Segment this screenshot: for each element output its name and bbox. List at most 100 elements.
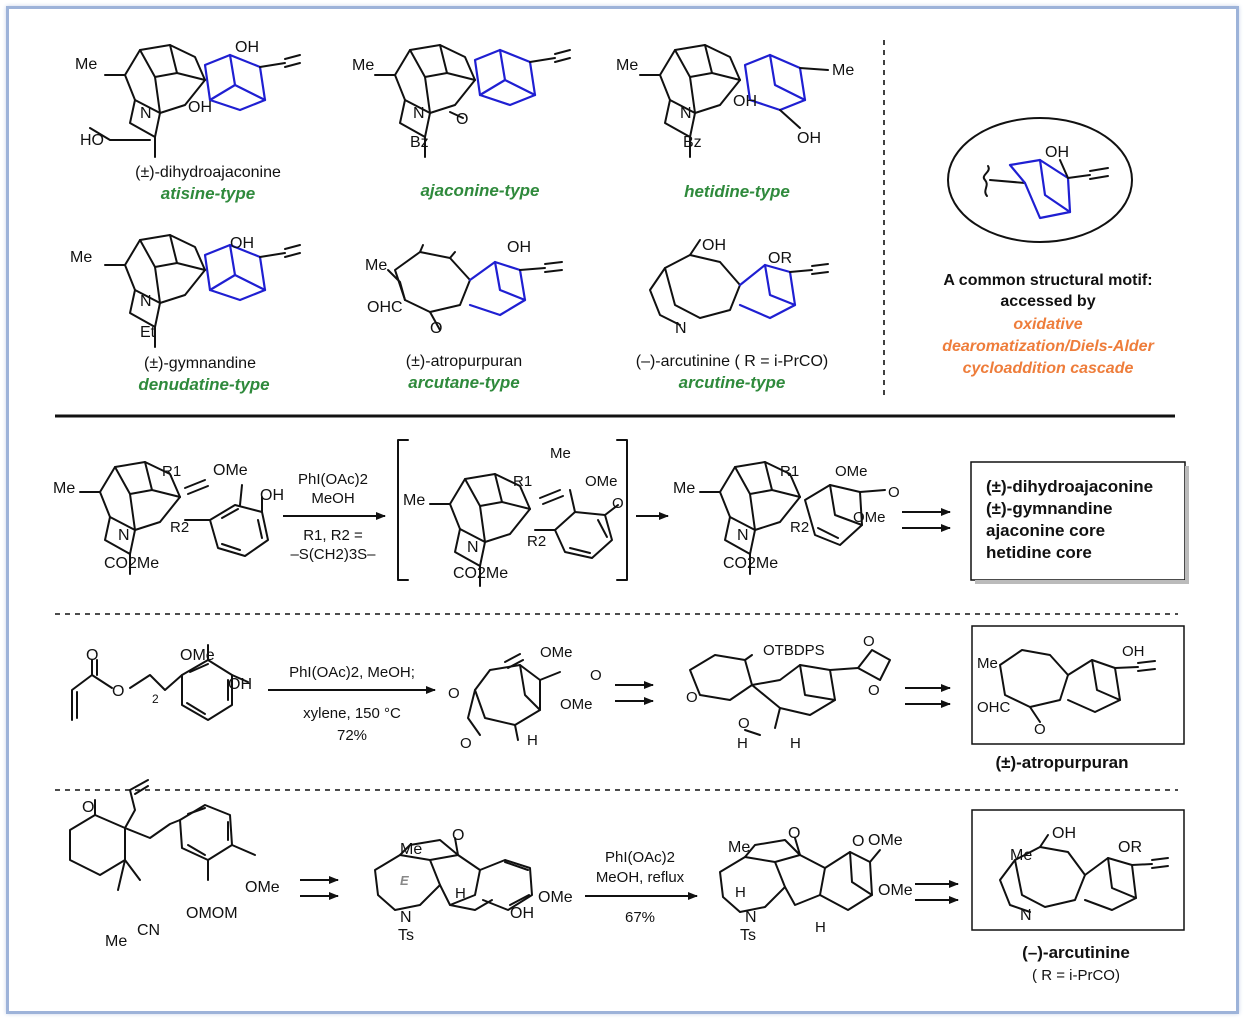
label-r1: R1 [513, 473, 532, 490]
label-o: O [852, 833, 864, 850]
route3-intermediate: O Me E H OMe OH N Ts [374, 827, 573, 944]
label-ome: OMe [560, 696, 593, 713]
label-o: O [452, 827, 464, 844]
label-o: O [112, 683, 124, 700]
label-oh: OH [228, 676, 252, 693]
label-n: N [118, 527, 130, 544]
route2-starting-material: O O 2 OMe OH [71, 644, 252, 721]
label-n: N [675, 320, 687, 337]
label-bz: Bz [410, 134, 429, 151]
label-otbdps: OTBDPS [763, 642, 825, 659]
targets-box-shadow [1185, 466, 1189, 584]
structure-atropurpuran: OH Me OHC O [365, 239, 563, 337]
label-subscript: 2 [152, 692, 159, 706]
label-or: OR [1118, 839, 1142, 856]
label-ome: OMe [853, 509, 886, 526]
route1-product: OMe O OMe R1 R2 Me N CO2Me [673, 461, 900, 575]
label-ring-e: E [400, 873, 409, 888]
label-ome: OMe [835, 463, 868, 480]
motif-ellipse [947, 117, 1133, 243]
target-item: ajaconine core [986, 521, 1105, 540]
label-me: Me [400, 841, 422, 858]
structure-arcutinine: OH OR N [649, 237, 829, 337]
label-et: Et [140, 324, 156, 341]
label-oh: OH [797, 130, 821, 147]
label-me: Me [105, 933, 127, 950]
label-ome: OMe [585, 473, 618, 490]
label-oh: OH [733, 93, 757, 110]
label-o: O [612, 495, 624, 512]
label-me: Me [352, 57, 374, 74]
route2-product: OH Me OHC O [977, 643, 1156, 738]
label-o: O [430, 320, 442, 337]
label-ome: OMe [245, 879, 280, 896]
compound-name: (–)-arcutinine ( R = i-PrCO) [636, 353, 828, 370]
target-item: hetidine core [986, 543, 1092, 562]
route1-starting-material: R1 R2 OMe OH Me N CO2Me [53, 461, 284, 575]
label-me: Me [616, 57, 638, 74]
label-oh: OH [1045, 144, 1069, 161]
label-cn: CN [137, 922, 160, 939]
label-me: Me [550, 445, 571, 462]
reagent: –S(CH2)3S– [290, 546, 376, 563]
label-ome: OMe [540, 644, 573, 661]
label-o: O [456, 111, 468, 128]
label-o: O [448, 685, 460, 702]
label-ohc: OHC [367, 299, 403, 316]
label-me: Me [728, 839, 750, 856]
label-n: N [413, 105, 425, 122]
label-or: OR [768, 250, 792, 267]
compound-name: (±)-atropurpuran [406, 353, 522, 370]
label-omom: OMOM [186, 905, 238, 922]
label-oh: OH [1122, 643, 1145, 660]
label-o: O [788, 825, 800, 842]
label-co2me: CO2Me [723, 555, 778, 572]
label-ome: OMe [868, 832, 903, 849]
label-ohc: OHC [977, 699, 1011, 716]
compound-type: atisine-type [161, 184, 255, 203]
label-oh: OH [510, 905, 534, 922]
motif-caption: A common structural motif: [943, 272, 1152, 289]
product-box [971, 625, 1185, 745]
label-ho: HO [80, 132, 104, 149]
label-me: Me [365, 257, 387, 274]
motif-caption: accessed by [1000, 293, 1095, 310]
label-ome: OMe [878, 882, 913, 899]
label-n: N [467, 539, 479, 556]
product-note: ( R = i-PrCO) [1032, 967, 1120, 984]
label-h: H [790, 735, 801, 752]
label-n: N [400, 909, 412, 926]
reagent: R1, R2 = [303, 527, 363, 544]
route2-adduct: OMe O O OMe O H [448, 644, 602, 752]
label-n: N [140, 293, 152, 310]
wavy-bond [982, 165, 990, 197]
label-co2me: CO2Me [453, 565, 508, 582]
compound-name: (±)-gymnandine [144, 355, 256, 372]
label-co2me: CO2Me [104, 555, 159, 572]
label-bz: Bz [683, 134, 702, 151]
route3-adduct: O OMe Me O OMe H N Ts H [719, 825, 913, 944]
reagent: PhI(OAc)2, MeOH; [289, 664, 415, 681]
label-n: N [745, 909, 757, 926]
label-n: N [680, 105, 692, 122]
label-oh: OH [235, 39, 259, 56]
product-name: (–)-arcutinine [1022, 943, 1130, 962]
label-r2: R2 [170, 519, 189, 536]
label-ts: Ts [398, 927, 414, 944]
reagent: 72% [337, 727, 367, 744]
label-oh: OH [188, 99, 212, 116]
reagent: MeOH, reflux [596, 869, 685, 886]
label-me: Me [75, 56, 97, 73]
label-o: O [863, 633, 875, 650]
label-oh: OH [230, 235, 254, 252]
label-ome: OMe [538, 889, 573, 906]
label-oh: OH [1052, 825, 1076, 842]
structure-hetidine: Me Me N OH OH Bz [616, 44, 854, 158]
motif-highlight: dearomatization/Diels-Alder [942, 338, 1154, 355]
product-box [971, 809, 1185, 931]
label-r1: R1 [162, 463, 181, 480]
label-me: Me [673, 480, 695, 497]
reagent: MeOH [311, 490, 354, 507]
label-me: Me [53, 480, 75, 497]
